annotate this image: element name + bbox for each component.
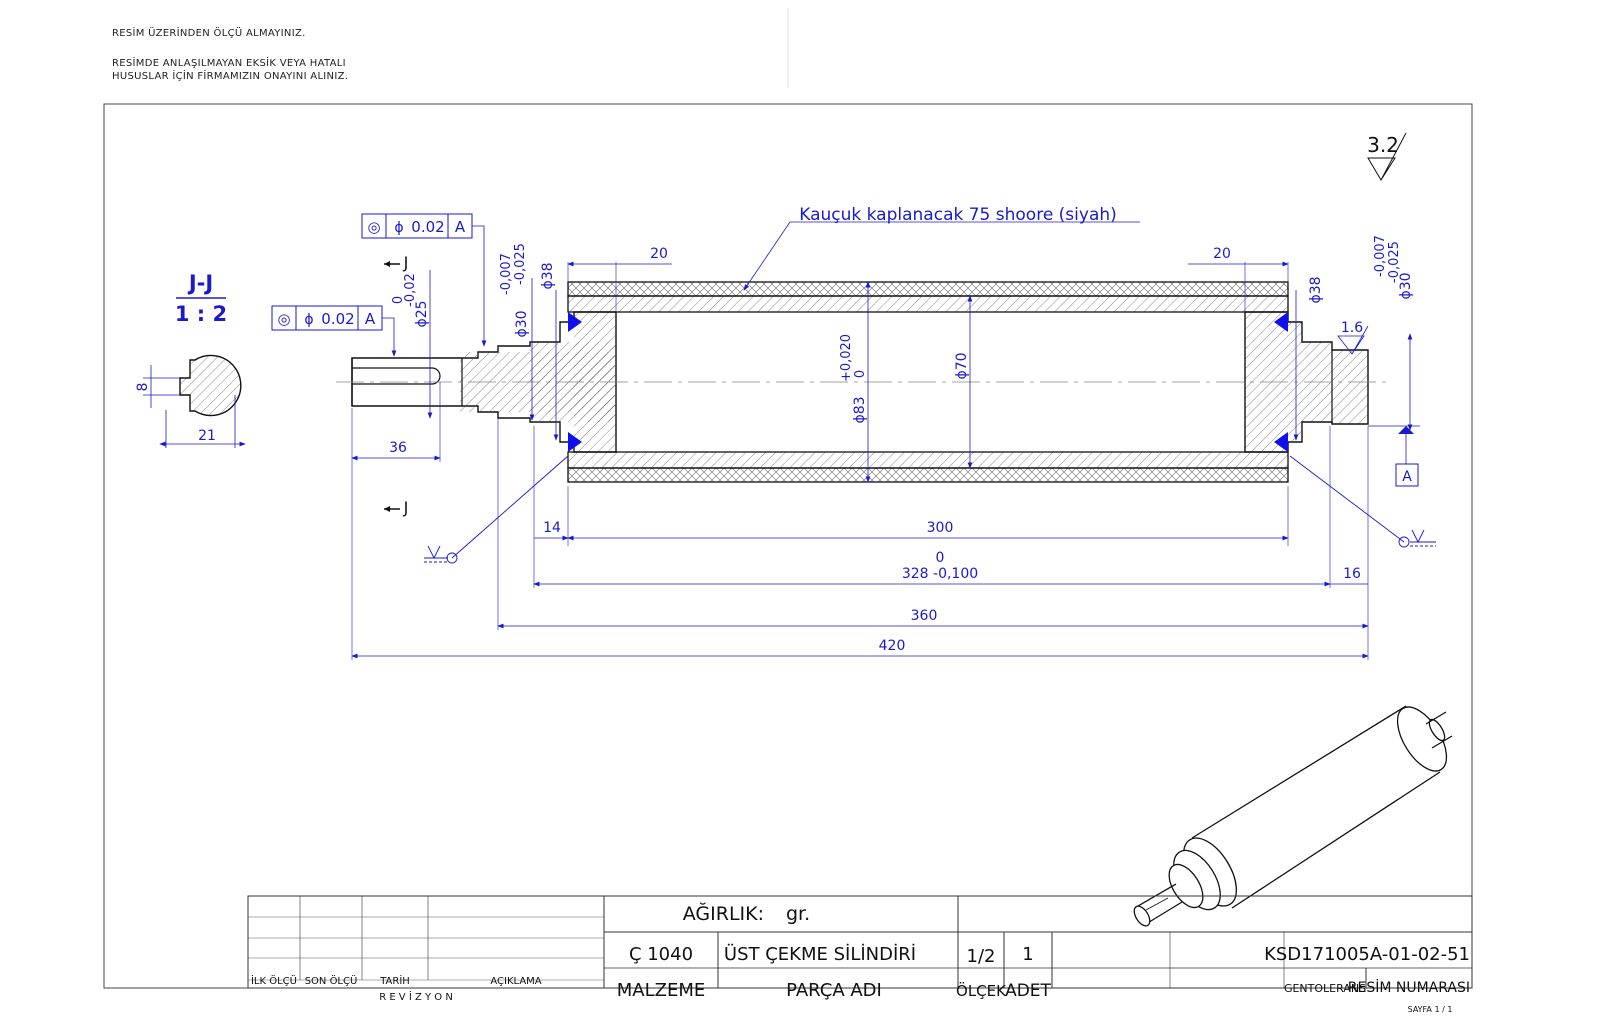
dim-shaft-tol-lower: -0,02 bbox=[403, 273, 418, 307]
part-name: ÜST ÇEKME SİLİNDİRİ bbox=[724, 943, 916, 965]
section-title: J-J bbox=[187, 271, 213, 295]
part-label: PARÇA ADI bbox=[786, 980, 882, 1001]
weight-unit: gr. bbox=[786, 903, 810, 925]
roughness-small: 1.6 bbox=[1341, 320, 1363, 336]
dim-length-360: 360 bbox=[911, 608, 938, 624]
svg-text:ϕ: ϕ bbox=[394, 220, 403, 236]
dim-shoulder-left: ϕ38 bbox=[540, 262, 556, 289]
dim-journal-left-tol-upper: -0,007 bbox=[499, 253, 514, 295]
drawing-border bbox=[103, 103, 1473, 989]
scale-label: ÖLÇEK bbox=[956, 981, 1007, 1000]
dim-shaft-diameter: ϕ25 bbox=[414, 300, 430, 327]
rev-col-first: İLK ÖLÇÜ bbox=[251, 974, 297, 987]
qty-value: 1 bbox=[1022, 944, 1033, 965]
dim-cap-left: 20 bbox=[650, 246, 668, 262]
sheet-number: SAYFA 1 / 1 bbox=[1408, 1005, 1453, 1014]
material-label: MALZEME bbox=[617, 980, 705, 1001]
svg-text:A: A bbox=[365, 310, 376, 328]
rev-col-last: SON ÖLÇÜ bbox=[305, 974, 358, 987]
note-unclear-line2: HUSUSLAR İÇİN FİRMAMIZIN ONAYINI ALINIZ. bbox=[112, 71, 349, 82]
rev-col-description: AÇIKLAMA bbox=[490, 976, 541, 987]
tolerance-frame-1: ◎ ϕ 0.02 A bbox=[361, 213, 487, 347]
section-view-jj: J-J 1 : 2 8 21 bbox=[135, 271, 246, 448]
dim-cap-right: 20 bbox=[1213, 246, 1231, 262]
dim-shaft-tol-upper: 0 bbox=[391, 296, 406, 304]
dim-tube-length: 300 bbox=[927, 520, 954, 536]
dim-edge-right: 16 bbox=[1343, 566, 1361, 582]
dim-journal-left-tol-lower: -0,025 bbox=[513, 243, 528, 285]
dim-tube-id: ϕ70 bbox=[954, 352, 970, 379]
material-value: Ç 1040 bbox=[629, 944, 693, 965]
rev-col-date: TARİH bbox=[379, 974, 410, 987]
section-key-width: 8 bbox=[135, 383, 151, 392]
note-unclear-line1: RESİMDE ANLAŞILMAYAN EKSİK VEYA HATALI bbox=[112, 58, 346, 69]
dim-length-420: 420 bbox=[879, 638, 906, 654]
surface-finish-value: 3.2 bbox=[1367, 133, 1399, 157]
isometric-view bbox=[1133, 705, 1453, 927]
section-scale: 1 : 2 bbox=[175, 302, 227, 326]
tolerance-frame-2: ◎ ϕ 0.02 A bbox=[271, 305, 397, 357]
svg-text:J: J bbox=[403, 253, 409, 272]
svg-text:A: A bbox=[1402, 469, 1412, 485]
dim-tube-od-tol-upper: +0,020 bbox=[839, 334, 854, 382]
weight-label: AĞIRLIK: bbox=[683, 901, 764, 925]
dim-tube-od: ϕ83 bbox=[852, 396, 868, 423]
drawing-number-label: RESİM NUMARASI bbox=[1348, 978, 1470, 996]
section-cut-bottom: J bbox=[384, 498, 408, 517]
datum-a: A bbox=[1368, 425, 1420, 487]
general-tolerance-label: GENTOLERANS bbox=[1284, 982, 1366, 995]
dim-journal-left: ϕ30 bbox=[514, 310, 530, 337]
coating-note: Kauçuk kaplanacak 75 shoore (siyah) bbox=[799, 205, 1117, 225]
svg-text:0.02: 0.02 bbox=[321, 310, 354, 328]
concentricity-icon: ◎ bbox=[367, 218, 380, 236]
dim-edge-left: 14 bbox=[543, 520, 561, 536]
dim-body-length: 328 -0,100 bbox=[902, 566, 978, 582]
svg-text:0.02: 0.02 bbox=[411, 218, 444, 236]
surface-finish-symbol: 3.2 bbox=[1367, 132, 1407, 181]
title-block bbox=[247, 895, 1473, 989]
section-profile bbox=[179, 354, 242, 417]
svg-text:A: A bbox=[455, 218, 466, 236]
dim-journal-right: ϕ30 bbox=[1398, 272, 1414, 299]
drawing-number: KSD171005A-01-02-51 bbox=[1264, 944, 1470, 965]
scale-value: 1/2 bbox=[967, 946, 996, 967]
roller-section-view bbox=[336, 281, 1390, 483]
svg-text:J: J bbox=[403, 498, 409, 517]
dimensions: ϕ25 -0,02 0 ϕ30 -0,025 -0,007 ϕ38 20 20 … bbox=[351, 235, 1414, 660]
dim-shoulder-right: ϕ38 bbox=[1308, 276, 1324, 303]
revision-title: R E V İ Z Y O N bbox=[379, 990, 453, 1003]
weld-symbol-right bbox=[1289, 455, 1436, 548]
section-cut-top: J bbox=[384, 253, 408, 272]
note-no-measuring: RESİM ÜZERİNDEN ÖLÇÜ ALMAYINIZ. bbox=[112, 28, 306, 39]
dim-key-length: 36 bbox=[389, 440, 407, 456]
dim-journal-right-tol-lower: -0,025 bbox=[1387, 241, 1402, 283]
dim-journal-right-tol-upper: -0,007 bbox=[1373, 235, 1388, 277]
dim-body-tol-upper: 0 bbox=[936, 550, 945, 566]
qty-label: ADET bbox=[1005, 981, 1051, 1001]
svg-text:ϕ: ϕ bbox=[304, 312, 313, 328]
section-flat-depth: 21 bbox=[198, 428, 216, 444]
dim-tube-od-tol-lower: 0 bbox=[853, 370, 868, 378]
concentricity-icon: ◎ bbox=[277, 310, 290, 328]
weld-symbol-left bbox=[424, 455, 569, 564]
